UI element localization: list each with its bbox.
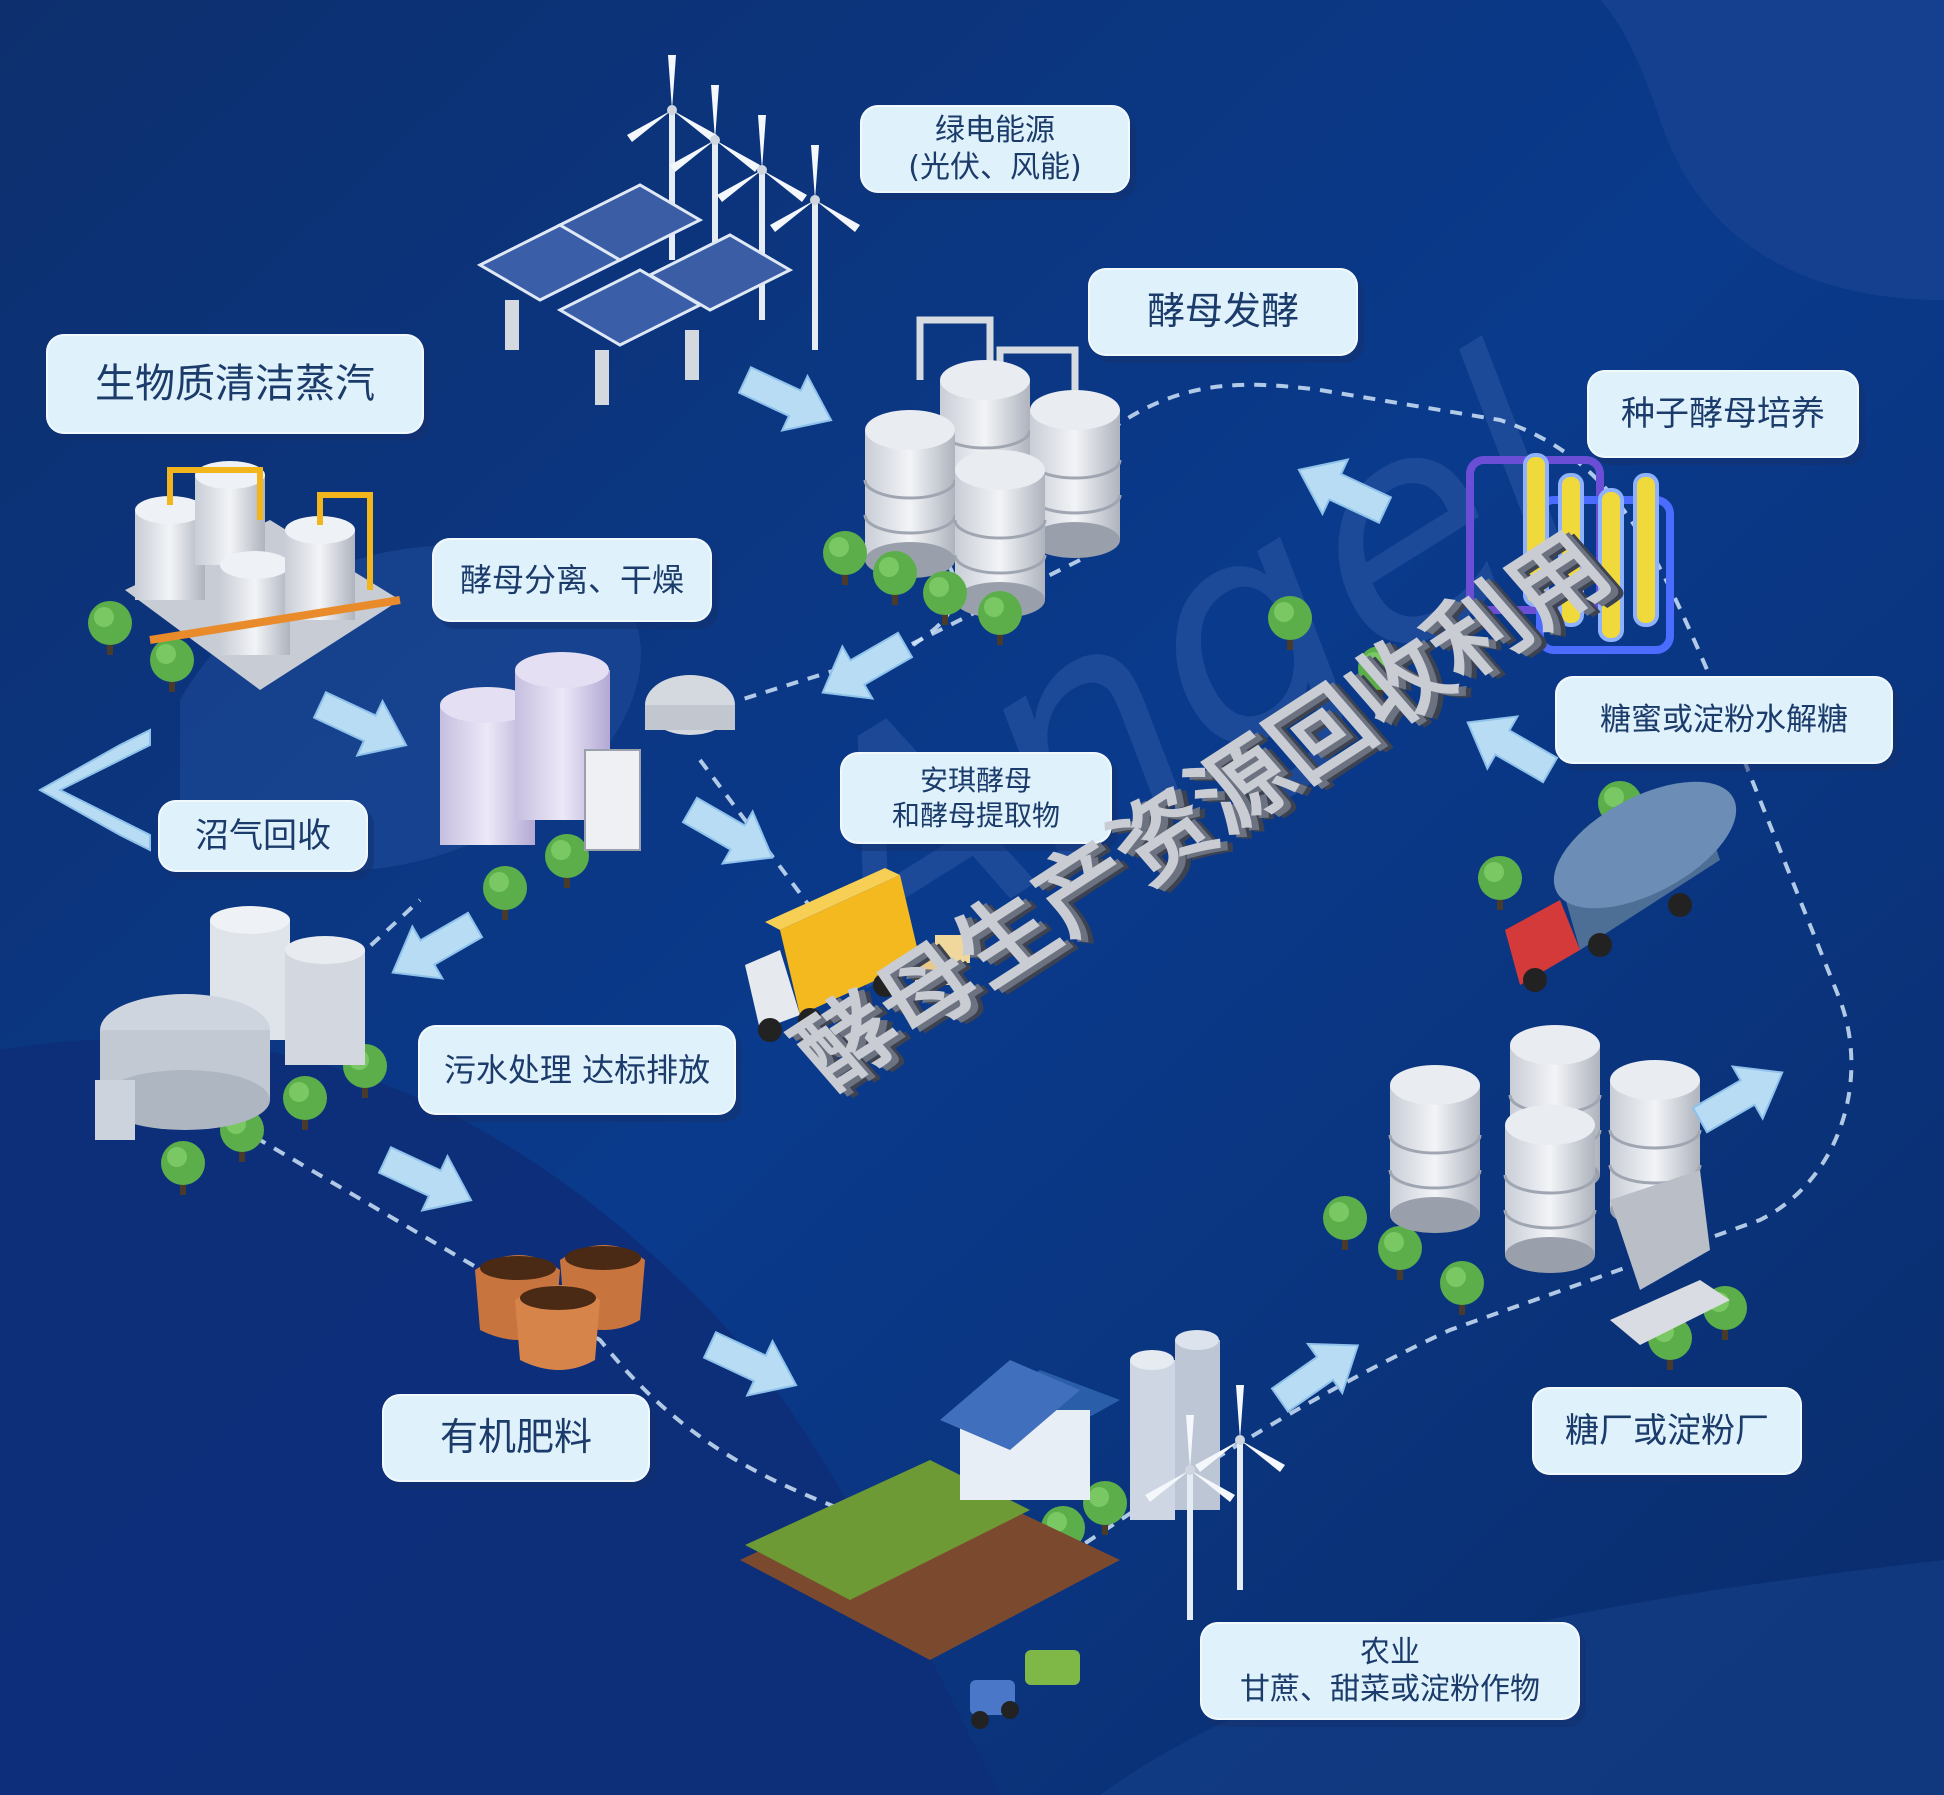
fertilizer-sack-icon — [475, 1245, 645, 1370]
label-wastewater: 污水处理 达标排放 — [418, 1025, 736, 1115]
tanker-truck-icon — [1505, 781, 1737, 992]
farm-icon — [740, 1330, 1220, 1729]
label-seed-yeast: 种子酵母培养 — [1587, 370, 1859, 458]
flow-arrow-icon — [37, 728, 151, 852]
label-angel-products-line1: 安琪酵母 — [919, 764, 1032, 797]
label-biomass-steam-text: 生物质清洁蒸汽 — [95, 361, 375, 407]
label-yeast-fermentation: 酵母发酵 — [1088, 268, 1358, 356]
label-molasses-sugar: 糖蜜或淀粉水解糖 — [1555, 676, 1893, 764]
label-angel-products-line2: 和酵母提取物 — [891, 799, 1060, 832]
label-green-power-line2: (光伏、风能) — [908, 150, 1082, 185]
label-yeast-fermentation-text: 酵母发酵 — [1146, 289, 1299, 334]
label-green-power-line1: 绿电能源 — [935, 112, 1055, 148]
fermentation-tank-icon — [863, 316, 1122, 620]
label-green-power: 绿电能源 (光伏、风能) — [860, 105, 1130, 193]
silo-icon — [1388, 1023, 1730, 1345]
label-separation-drying-text: 酵母分离、干燥 — [459, 561, 684, 599]
label-agriculture: 农业 甘蔗、甜菜或淀粉作物 — [1200, 1622, 1580, 1720]
label-biogas: 沼气回收 — [158, 800, 368, 872]
wastewater-plant-icon — [95, 906, 365, 1140]
label-agriculture-line2: 甘蔗、甜菜或淀粉作物 — [1240, 1672, 1540, 1707]
boiler-icon — [125, 461, 401, 690]
label-sugar-factory: 糖厂或淀粉厂 — [1532, 1387, 1802, 1475]
separation-drying-icon — [440, 652, 735, 851]
label-organic-fertilizer: 有机肥料 — [382, 1394, 650, 1482]
label-biomass-steam: 生物质清洁蒸汽 — [46, 334, 424, 434]
label-biogas-text: 沼气回收 — [195, 815, 331, 856]
label-seed-yeast-text: 种子酵母培养 — [1621, 393, 1825, 434]
test-tube-icon — [1466, 453, 1674, 654]
label-agriculture-line1: 农业 — [1360, 1634, 1420, 1670]
label-angel-products: 安琪酵母 和酵母提取物 — [840, 752, 1112, 844]
solar-panel-icon — [476, 183, 794, 405]
delivery-truck-icon — [745, 868, 970, 1042]
label-sugar-factory-text: 糖厂或淀粉厂 — [1565, 1410, 1769, 1451]
label-organic-fertilizer-text: 有机肥料 — [439, 1415, 592, 1460]
label-wastewater-text: 污水处理 达标排放 — [443, 1051, 711, 1089]
label-molasses-sugar-text: 糖蜜或淀粉水解糖 — [1600, 701, 1848, 738]
label-separation-drying: 酵母分离、干燥 — [432, 538, 712, 622]
